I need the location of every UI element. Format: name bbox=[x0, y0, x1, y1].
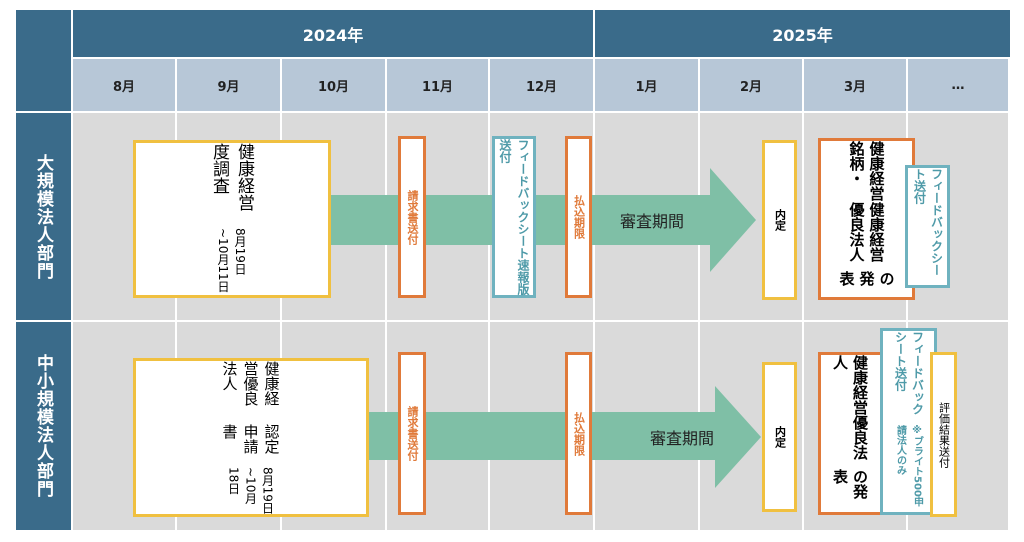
naitei-large: 内定 bbox=[762, 140, 797, 300]
year-2024: 2024年 bbox=[73, 10, 593, 57]
month-header: 9月 bbox=[177, 59, 280, 111]
year-2025: 2025年 bbox=[595, 10, 1010, 57]
announce-large: 健康経営銘柄・ 健康経営優良法人 の発表 bbox=[818, 138, 915, 300]
survey-title-line: 健康経営優良法人 bbox=[220, 361, 281, 406]
arrow-head-large bbox=[710, 168, 756, 272]
naitei-small: 内定 bbox=[762, 362, 797, 512]
month-header: 2月 bbox=[700, 59, 802, 111]
corner-cell bbox=[16, 10, 71, 111]
review-period-small: 審査期間 bbox=[650, 429, 715, 448]
month-header: 10月 bbox=[282, 59, 385, 111]
arrow-head-small bbox=[715, 386, 761, 488]
payment-deadline-small: 払込期限 bbox=[565, 352, 592, 515]
announce-line: 健康経営優良法人 bbox=[831, 355, 869, 460]
month-header: … bbox=[908, 59, 1008, 111]
survey-title: 健康経営度調査 bbox=[209, 143, 254, 211]
month-header: 11月 bbox=[387, 59, 488, 111]
feedback-small: フィードバックシート送付 ※ブライト500申請法人のみ bbox=[880, 328, 937, 515]
announce-line: 健康経営銘柄・ bbox=[847, 141, 886, 201]
announce-line: の発表 bbox=[837, 271, 896, 286]
announce-line: 健康経営優良法人 bbox=[847, 201, 886, 262]
month-header: 12月 bbox=[490, 59, 593, 111]
survey-box-small: 健康経営優良法人 認定申請書 8月19日~10月18日 bbox=[133, 358, 369, 517]
month-header: 1月 bbox=[595, 59, 698, 111]
row-label-large: 大規模法人部門 bbox=[16, 113, 71, 320]
month-header: 8月 bbox=[73, 59, 175, 111]
flow-band-small bbox=[369, 412, 721, 460]
payment-deadline-large: 払込期限 bbox=[565, 136, 592, 298]
survey-box-large: 健康経営度調査 8月19日~10月11日 bbox=[133, 140, 331, 298]
result-small: 評価結果送付 bbox=[930, 352, 957, 517]
feedback-large: フィードバックシート送付 bbox=[905, 165, 950, 288]
feedback-label: フィードバックシート送付 bbox=[893, 331, 925, 415]
month-header: 3月 bbox=[804, 59, 906, 111]
row-label-small: 中小規模法人部門 bbox=[16, 322, 71, 530]
invoice-large: 請求書送付 bbox=[398, 136, 426, 298]
review-period-large: 審査期間 bbox=[620, 212, 685, 231]
feedback-early-large: フィードバックシート速報版送付 bbox=[492, 136, 536, 298]
survey-period: 8月19日~10月18日 bbox=[226, 467, 275, 514]
announce-line: の発表 bbox=[831, 469, 869, 500]
feedback-note: ※ブライト500申請法人のみ bbox=[894, 425, 923, 508]
survey-title-line: 認定申請書 bbox=[220, 423, 281, 454]
survey-period: 8月19日~10月11日 bbox=[216, 228, 247, 293]
invoice-small: 請求書送付 bbox=[398, 352, 426, 515]
